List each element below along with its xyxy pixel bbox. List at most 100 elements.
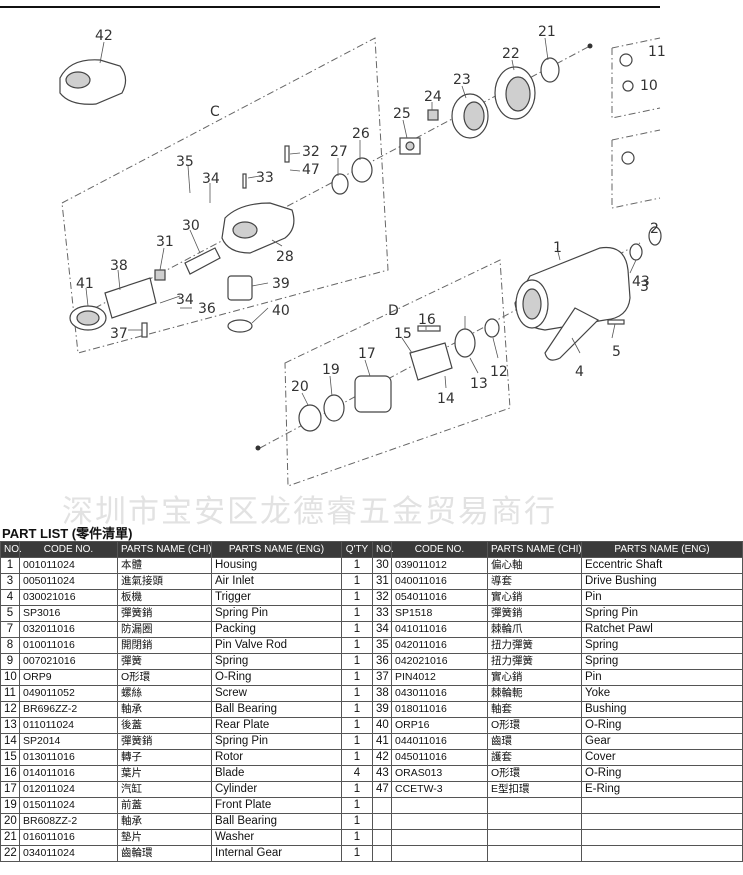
cell-quantity: 1 — [341, 557, 373, 574]
cell-parts-name-eng: Rotor — [211, 749, 342, 766]
part-right-lower — [621, 151, 635, 165]
callout-21: 21 — [538, 24, 556, 40]
cell-part-no: 13 — [0, 717, 20, 734]
cell-parts-name-eng: Screw — [211, 685, 342, 702]
cell-quantity: 1 — [341, 733, 373, 750]
part-trigger — [544, 307, 600, 361]
cell-parts-name-chi: 葉片 — [117, 765, 212, 782]
callout-22: 22 — [502, 46, 520, 62]
cell-quantity: 1 — [341, 605, 373, 622]
callout-28: 28 — [276, 249, 294, 265]
cell-parts-name-chi — [487, 829, 582, 846]
cell-parts-name-chi: 進氣接頭 — [117, 573, 212, 590]
callout-39: 39 — [272, 276, 290, 292]
part-ratchet-head — [221, 202, 295, 254]
cell-code-no: 013011016 — [19, 749, 118, 766]
cell-parts-name-eng: Front Plate — [211, 797, 342, 814]
cell-parts-name-chi: 扭力彈簧 — [487, 637, 582, 654]
part-5 — [607, 319, 625, 325]
cell-part-no: 35 — [372, 637, 392, 654]
cell-quantity: 1 — [341, 589, 373, 606]
cell-parts-name-eng: Spring — [211, 653, 342, 670]
cell-part-no: 33 — [372, 605, 392, 622]
cell-parts-name-chi: 彈簧銷 — [487, 605, 582, 622]
cell-part-no: 1 — [0, 557, 20, 574]
callout-43: 43 — [632, 274, 650, 290]
cell-part-no: 30 — [372, 557, 392, 574]
cell-part-no: 37 — [372, 669, 392, 686]
callout-13: 13 — [470, 376, 488, 392]
part-11 — [619, 53, 633, 67]
cell-parts-name-eng: Eccentric Shaft — [581, 557, 743, 574]
cell-quantity: 1 — [341, 813, 373, 830]
cell-code-no — [391, 829, 488, 846]
cell-parts-name-chi: 棘輪軛 — [487, 685, 582, 702]
cell-parts-name-chi: 轉子 — [117, 749, 212, 766]
cell-parts-name-eng: Cylinder — [211, 781, 342, 798]
cell-quantity: 1 — [341, 637, 373, 654]
column-header: PARTS NAME (ENG) — [211, 541, 342, 558]
cell-parts-name-chi: E型扣環 — [487, 781, 582, 798]
cell-parts-name-chi: 棘輪爪 — [487, 621, 582, 638]
cell-part-no: 31 — [372, 573, 392, 590]
cell-part-no: 9 — [0, 653, 20, 670]
part-24 — [427, 109, 439, 121]
cell-parts-name-chi: 汽缸 — [117, 781, 212, 798]
cell-code-no: 045011016 — [391, 749, 488, 766]
callout-42: 42 — [95, 28, 113, 44]
cell-parts-name-chi: 軸套 — [487, 701, 582, 718]
cell-code-no — [391, 797, 488, 814]
cell-code-no: 042021016 — [391, 653, 488, 670]
group-c-outline — [61, 37, 389, 354]
callout-27: 27 — [330, 144, 348, 160]
cell-parts-name-chi: 實心銷 — [487, 589, 582, 606]
callout-12: 12 — [490, 364, 508, 380]
cell-part-no: 8 — [0, 637, 20, 654]
cell-part-no: 11 — [0, 685, 20, 702]
part-gear-ring — [69, 305, 107, 331]
cell-parts-name-eng: O-Ring — [211, 669, 342, 686]
cell-parts-name-chi: 齒環 — [487, 733, 582, 750]
cell-quantity: 1 — [341, 845, 373, 862]
cell-code-no: 014011016 — [19, 765, 118, 782]
callout-32: 32 — [302, 144, 320, 160]
cell-code-no: 010011016 — [19, 637, 118, 654]
cell-code-no: 041011016 — [391, 621, 488, 638]
cell-quantity: 1 — [341, 685, 373, 702]
part-list-title: PART LIST (零件清單) — [2, 526, 133, 541]
axis-end-dot-lower — [255, 445, 261, 451]
top-border-line — [0, 6, 660, 8]
part-3 — [648, 226, 662, 246]
cell-parts-name-eng: Air Inlet — [211, 573, 342, 590]
cell-code-no: 040011016 — [391, 573, 488, 590]
cell-parts-name-eng: Housing — [211, 557, 342, 574]
cell-parts-name-chi: 本體 — [117, 557, 212, 574]
cell-part-no: 20 — [0, 813, 20, 830]
cell-quantity: 4 — [341, 765, 373, 782]
cell-parts-name-eng: Spring Pin — [211, 733, 342, 750]
part-list-table-wrapper: NO.CODE NO.PARTS NAME (CHI)PARTS NAME (E… — [0, 541, 743, 862]
cell-code-no: 049011052 — [19, 685, 118, 702]
cell-parts-name-eng: Ball Bearing — [211, 813, 342, 830]
cell-parts-name-eng: Washer — [211, 829, 342, 846]
part-19 — [323, 394, 345, 422]
callout-34-b: 34 — [176, 292, 194, 308]
cell-parts-name-chi: 彈簧 — [117, 653, 212, 670]
cell-parts-name-eng: Spring Pin — [581, 605, 743, 622]
cell-parts-name-eng: E-Ring — [581, 781, 743, 798]
cell-code-no: 054011016 — [391, 589, 488, 606]
callout-24: 24 — [424, 89, 442, 105]
cell-parts-name-chi: O形環 — [117, 669, 212, 686]
cell-parts-name-eng — [581, 845, 743, 862]
cell-parts-name-eng: Packing — [211, 621, 342, 638]
cell-parts-name-eng: Blade — [211, 765, 342, 782]
cell-part-no — [372, 813, 392, 830]
